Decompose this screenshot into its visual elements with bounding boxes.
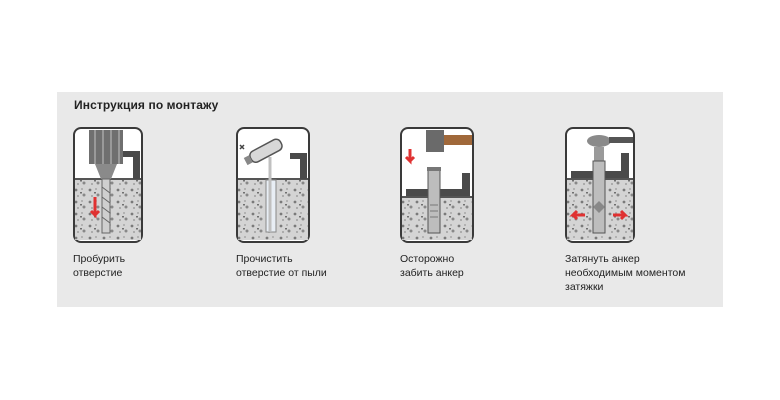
step-caption: Прочистить отверстие от пыли — [236, 253, 327, 279]
hammer-icon — [400, 127, 474, 243]
step-hammer: Осторожно забить анкер — [400, 127, 580, 280]
blow-pump-icon — [236, 127, 310, 243]
step-torque: Затянуть анкер необходимым моментом затя… — [565, 127, 745, 294]
step-caption: Пробурить отверстие — [73, 253, 126, 279]
drill-icon — [73, 127, 143, 243]
panel-title: Инструкция по монтажу — [74, 98, 219, 112]
step-drill: Пробурить отверстие — [73, 127, 253, 280]
step-caption: Затянуть анкер необходимым моментом затя… — [565, 253, 686, 293]
step-caption: Осторожно забить анкер — [400, 253, 464, 279]
torque-wrench-icon — [565, 127, 635, 243]
step-clean: Прочистить отверстие от пыли — [236, 127, 416, 280]
